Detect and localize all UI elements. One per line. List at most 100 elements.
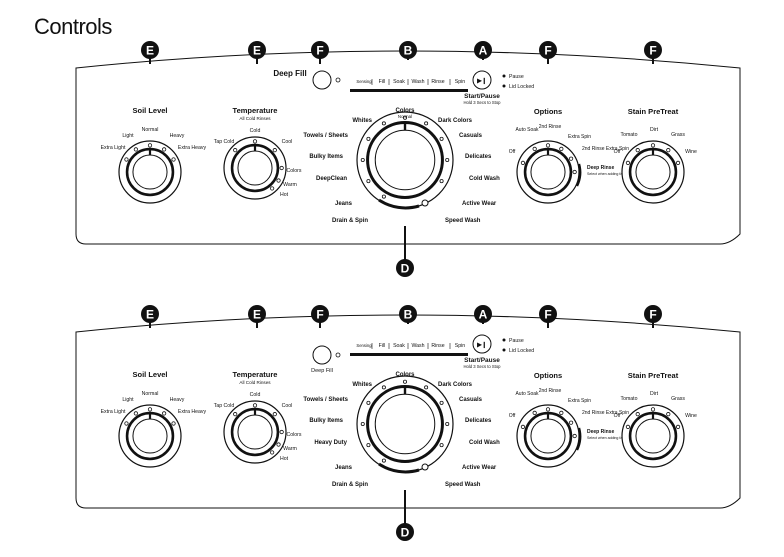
cycle-label-dark-colors: Dark Colors: [438, 118, 473, 124]
stain-pretreat-indicator-dot: [635, 412, 640, 417]
deep-fill-button[interactable]: [312, 70, 332, 90]
temp-label-cool: Cool: [282, 139, 293, 145]
callout-b-letter: B: [404, 308, 413, 322]
cycle-label-speed-wash: Speed Wash: [445, 482, 481, 488]
options-label-deep-rinse: Deep Rinse: [587, 165, 614, 171]
options-indicator-dot: [532, 146, 537, 152]
cycle-step-label: Sensing: [356, 343, 372, 348]
soil-level-title: Soil Level: [132, 370, 167, 379]
temperature-knob-face: [237, 150, 273, 186]
stain-pretreat-indicator-dot: [635, 148, 640, 153]
start-pause-button[interactable]: [472, 70, 492, 90]
cycle-label-colors-sub: Normal: [398, 114, 412, 119]
callout-e-letter: E: [146, 308, 154, 322]
cycle-selector-arc: [378, 198, 420, 210]
cycle-indicator-dot: [402, 115, 407, 120]
cycle-indicator-dot: [424, 385, 429, 390]
soil-level-indicator-dot: [124, 421, 129, 426]
callout-f-badge: [644, 41, 662, 59]
stain-pretreat-indicator-dot: [650, 143, 656, 148]
start-pause-button[interactable]: [472, 334, 492, 354]
options-indicator-dot: [572, 169, 577, 175]
cycle-indicator-dot: [424, 121, 429, 126]
options-label-off: Off: [509, 149, 516, 155]
cycle-indicator-dot: [439, 400, 444, 405]
cycle-label-bulky-items: Bulky Items: [309, 154, 343, 160]
callout-e-badge: [141, 41, 159, 59]
temperature-knob-face: [237, 414, 273, 450]
temp-label-warm: Warm: [283, 182, 297, 188]
cycle-indicator-dot: [439, 179, 444, 184]
cycle-indicator-dot: [366, 136, 371, 141]
stain-pretreat-knob-face: [635, 154, 671, 190]
callout-b-letter: B: [404, 44, 413, 58]
callout-e-letter: E: [253, 44, 261, 58]
cycle-label-casuals: Casuals: [459, 397, 483, 403]
soil-label-extra-light: Extra Light: [101, 145, 126, 151]
stain-pretreat-indicator-dot: [666, 148, 671, 153]
callout-f-letter: F: [544, 44, 551, 58]
options-label-2nd-rinse: 2nd Rinse: [539, 388, 562, 394]
cycle-step-label: Sensing: [356, 79, 372, 84]
soil-label-light: Light: [122, 397, 134, 403]
cycle-indicator-dot: [381, 121, 386, 126]
deep-fill-button[interactable]: [312, 345, 332, 365]
options-indicator-dot: [545, 407, 551, 412]
stain-label-grass: Grass: [671, 132, 685, 138]
stain-label-off: Off: [614, 413, 621, 419]
cycle-selector-face: [374, 129, 436, 191]
start-pause-label: Start/Pause: [464, 357, 500, 364]
options-label-deep-rinse: Deep Rinse: [587, 429, 614, 435]
cycle-selector-face: [374, 393, 436, 455]
cycle-indicator-dot: [402, 379, 407, 384]
soil-level-indicator-dot: [162, 411, 167, 416]
deep-fill-indicator: [335, 352, 341, 358]
lid-locked-indicator-dot: [502, 84, 506, 88]
speed-wash-indicator: [421, 463, 429, 471]
soil-label-normal: Normal: [142, 391, 159, 397]
options-indicator-dot: [559, 146, 564, 152]
cycle-indicator-dot: [366, 400, 371, 405]
soil-label-heavy: Heavy: [170, 133, 185, 139]
cycle-label-speed-wash: Speed Wash: [445, 218, 481, 224]
deep-rinse-arc: [575, 163, 582, 187]
callout-a-badge: [474, 41, 492, 59]
options-label-2nd-rinse-extra-spin: 2nd Rinse Extra Spin: [582, 410, 629, 416]
stain-label-off: Off: [614, 149, 621, 155]
deep-fill-label: Deep Fill: [311, 368, 333, 374]
soil-level-indicator-dot: [171, 157, 176, 162]
options-indicator-dot: [568, 156, 574, 161]
callout-b-badge: [399, 41, 417, 59]
cycle-step-label: Wash: [411, 343, 424, 349]
callout-f-letter: F: [316, 44, 323, 58]
cycle-indicator-dot: [439, 136, 444, 141]
cycle-label-active-wear: Active Wear: [462, 465, 497, 471]
options-indicator-dot: [520, 424, 526, 429]
soil-level-indicator-dot: [133, 147, 138, 152]
callout-f-badge: [539, 305, 557, 323]
cycle-label-whites: Whites: [352, 382, 372, 388]
deep-fill-indicator: [335, 77, 341, 83]
callout-f-badge: [644, 305, 662, 323]
temperature-indicator-dot: [270, 450, 275, 455]
cycle-indicator-dot: [381, 194, 386, 199]
play-pause-icon: ▶❙: [476, 342, 487, 349]
cycle-indicator-dot: [445, 421, 450, 426]
cycle-label-towels-sheets: Towels / Sheets: [303, 397, 348, 403]
cycle-step-label: Fill: [379, 343, 386, 349]
temp-label-colors: Colors: [287, 168, 302, 174]
callout-f-letter: F: [316, 308, 323, 322]
stain-label-tomato: Tomato: [620, 396, 637, 402]
temperature-indicator-dot: [279, 165, 284, 171]
cycle-label-delicates: Delicates: [465, 418, 492, 424]
temperature-indicator-dot: [276, 442, 281, 447]
callout-e-badge: [248, 41, 266, 59]
options-label-extra-spin: Extra Spin: [568, 398, 591, 404]
status-pause-label: Pause: [509, 338, 524, 344]
cycle-label-colors: Colors: [395, 108, 415, 114]
temperature-indicator-dot: [233, 412, 238, 417]
stain-pretreat-title: Stain PreTreat: [628, 371, 679, 380]
callout-f-letter: F: [544, 308, 551, 322]
temperature-indicator-dot: [272, 148, 277, 153]
